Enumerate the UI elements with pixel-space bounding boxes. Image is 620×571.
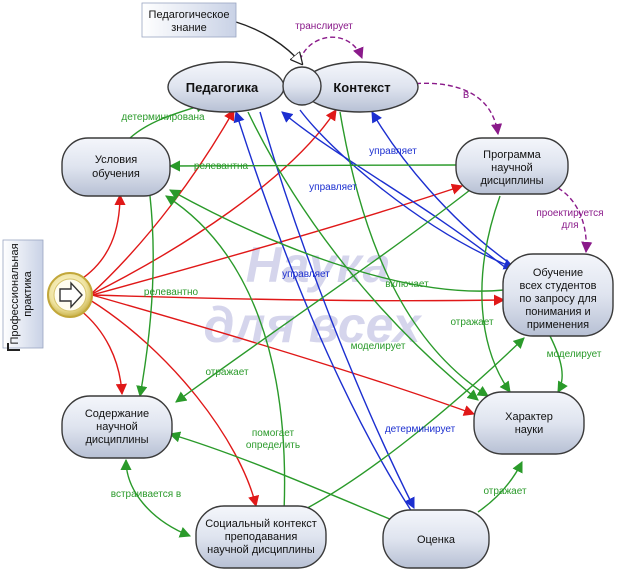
node-content-line-2: научной <box>96 421 138 433</box>
edge-red-to-program <box>91 183 464 296</box>
node-learning-line-3: по запросу для <box>519 293 596 305</box>
edge-green-conditions-to-content <box>136 195 154 398</box>
edge-green-program-to-conditions <box>168 160 457 172</box>
edge-blue-assessment-to-pedagogy <box>233 110 413 513</box>
node-pedagogy-label: Педагогика <box>186 80 259 95</box>
edge-green-assessment-to-content <box>168 431 393 521</box>
edge-red-to-content <box>79 309 127 396</box>
label-models-a: моделирует <box>351 341 406 352</box>
node-learning[interactable]: Обучение всех студентов по запросу для п… <box>502 253 614 337</box>
watermark: Наука для всех <box>203 237 422 353</box>
edge-green-embedded <box>120 458 192 538</box>
node-pedagogy[interactable]: Педагогика <box>167 61 285 113</box>
node-nature-line-2: науки <box>515 424 544 436</box>
edge-blue-learning-to-context <box>371 111 509 263</box>
label-relevant-b: релевантно <box>144 287 199 298</box>
edge-context-in-program <box>407 82 503 136</box>
node-content[interactable]: Содержание научной дисциплины <box>61 395 173 459</box>
label-manages-b: управляет <box>309 182 357 193</box>
node-social-line-2: преподавания <box>225 531 298 543</box>
node-social-line-3: научной дисциплины <box>207 544 315 556</box>
edge-green-learning-to-nature <box>549 335 568 393</box>
note-professional-practice-line-2: практика <box>22 270 34 316</box>
label-reflects-b: отражает <box>205 367 249 378</box>
node-learning-line-5: применения <box>527 319 589 331</box>
edge-labels: транслирует в детерминирована релевантна… <box>111 21 604 500</box>
edge-red-to-conditions <box>79 193 126 281</box>
node-program-line-1: Программа <box>483 149 542 161</box>
edge-knowledge-to-circle <box>235 21 302 64</box>
node-program[interactable]: Программа научной дисциплины <box>455 137 569 195</box>
node-learning-line-4: понимания и <box>525 306 590 318</box>
label-includes: включает <box>385 279 429 290</box>
node-content-line-3: дисциплины <box>85 434 148 446</box>
node-social-line-1: Социальный контекст <box>205 518 317 530</box>
arrow-right-icon <box>59 281 83 309</box>
node-center-circle <box>282 66 322 106</box>
node-content-line-1: Содержание <box>85 408 149 420</box>
label-determines: детерминирует <box>385 424 456 435</box>
note-pedagogical-knowledge-line-1: Педагогическое <box>149 9 230 21</box>
label-manages-c: управляет <box>282 269 330 280</box>
label-reflects-c: отражает <box>483 486 527 497</box>
node-learning-line-1: Обучение <box>533 267 583 279</box>
note-professional-practice: Профессиональная практика <box>2 239 44 351</box>
node-conditions[interactable]: Условия обучения <box>61 137 171 197</box>
edge-red-to-nature <box>91 294 476 416</box>
node-program-line-2: научной <box>491 162 533 174</box>
label-translates: транслирует <box>295 21 353 32</box>
label-designed-for-1: проектируется <box>536 208 603 219</box>
note-pedagogical-knowledge-line-2: знание <box>171 22 207 34</box>
edge-green-pedagogy-to-nature <box>247 111 479 401</box>
label-models-b: моделирует <box>547 349 602 360</box>
node-social[interactable]: Социальный контекст преподавания научной… <box>195 505 327 569</box>
node-conditions-line-1: Условия <box>95 154 137 166</box>
label-relevant-a: релевантна <box>194 161 249 172</box>
edge-green-learning-to-conditions <box>169 189 505 292</box>
watermark-line-2: для всех <box>203 297 422 353</box>
edge-green-program-to-nature <box>481 195 511 393</box>
node-assessment[interactable]: Оценка <box>382 509 490 569</box>
edge-green-social-to-conditions <box>165 195 286 513</box>
note-pedagogical-knowledge: Педагогическое знание <box>141 2 237 38</box>
node-conditions-line-2: обучения <box>92 168 140 180</box>
practice-toggle-button[interactable] <box>47 272 93 318</box>
edge-green-assessment-to-nature <box>477 460 523 513</box>
edge-red-to-learning <box>91 294 506 306</box>
label-helps-define-2: определить <box>246 440 300 451</box>
edge-blue-pedagogy-to-assessment <box>259 111 415 510</box>
node-nature-line-1: Характер <box>505 411 553 423</box>
label-reflects-a: отражает <box>450 317 494 328</box>
label-helps-define-1: помогает <box>252 428 295 439</box>
edge-green-program-to-content <box>175 189 471 403</box>
edge-blue-learning-to-pedagogy <box>281 111 507 269</box>
edges <box>79 21 593 538</box>
node-context[interactable]: Контекст <box>301 61 419 113</box>
node-assessment-label: Оценка <box>417 534 456 546</box>
edge-translates <box>299 36 364 61</box>
edge-green-context-to-nature <box>339 111 489 397</box>
note-professional-practice-line-1: Профессиональная <box>9 243 21 344</box>
node-learning-line-2: всех студентов <box>520 280 597 292</box>
edge-blue-pedagogy-to-learning <box>299 109 516 270</box>
label-determined: детерминирована <box>121 112 205 123</box>
label-manages-a: управляет <box>369 146 417 157</box>
label-in: в <box>463 87 469 101</box>
node-program-line-3: дисциплины <box>480 175 543 187</box>
node-nature[interactable]: Характер науки <box>473 391 585 455</box>
node-context-label: Контекст <box>333 80 390 95</box>
label-embedded-in: встраивается в <box>111 489 181 500</box>
edge-designed-for <box>557 187 593 254</box>
label-designed-for-2: для <box>561 220 578 231</box>
edge-red-to-social <box>89 299 260 508</box>
